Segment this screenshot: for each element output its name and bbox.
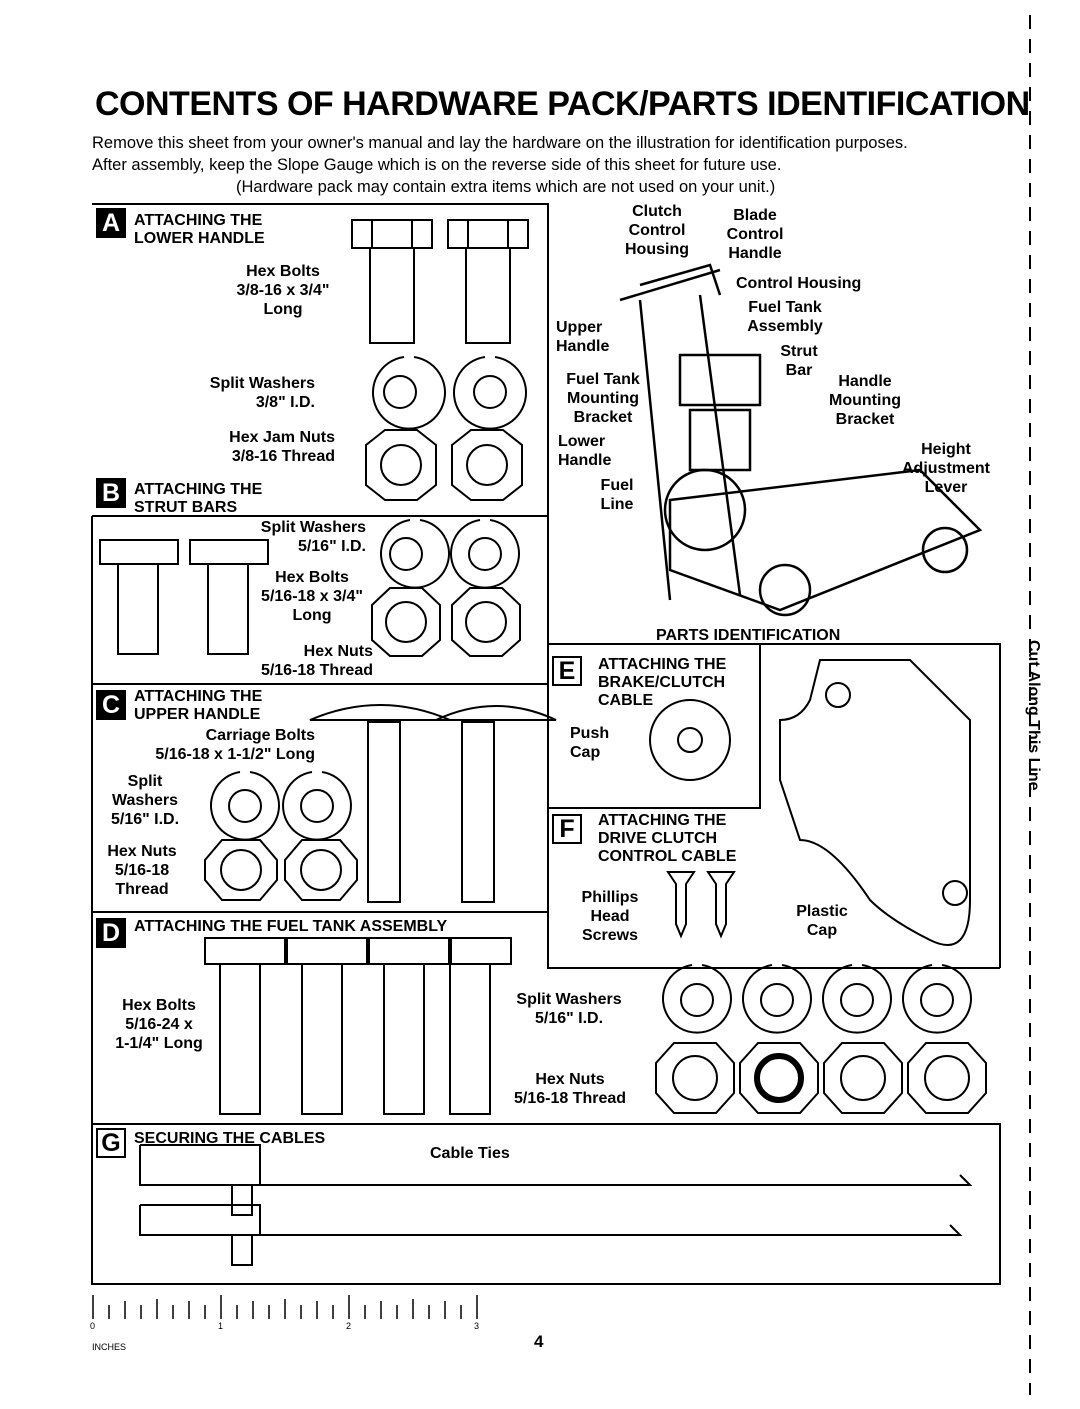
parts-identification-heading: PARTS IDENTIFICATION bbox=[656, 627, 841, 644]
push-cap bbox=[649, 699, 731, 781]
split-washer-d4 bbox=[902, 964, 972, 1034]
hex-bolt-d3 bbox=[368, 937, 450, 1115]
hex-bolt-d4 bbox=[449, 937, 512, 1115]
section-d-title: ATTACHING THE FUEL TANK ASSEMBLY bbox=[134, 918, 448, 935]
g-cable-ties-label: Cable Ties bbox=[430, 1145, 510, 1162]
jam-nut-a2 bbox=[451, 429, 523, 501]
hex-bolt-a1 bbox=[351, 219, 433, 344]
section-b-letter: B bbox=[96, 478, 126, 508]
hex-bolt-b2 bbox=[189, 539, 269, 655]
split-washer-a1 bbox=[372, 356, 446, 430]
section-a-border bbox=[92, 203, 549, 517]
split-washer-c1 bbox=[210, 771, 280, 841]
split-washer-d2 bbox=[742, 964, 812, 1034]
section-g-title: SECURING THE CABLES bbox=[134, 1130, 326, 1147]
section-e-border bbox=[548, 644, 761, 809]
hex-bolt-a2 bbox=[447, 219, 529, 344]
hex-nut-d4 bbox=[907, 1042, 987, 1114]
section-e-letter: E bbox=[552, 656, 582, 686]
hex-nut-d1 bbox=[655, 1042, 735, 1114]
mower-label-control-housing: Control Housing bbox=[736, 275, 862, 292]
page-number: 4 bbox=[534, 1332, 544, 1351]
page-title: CONTENTS OF HARDWARE PACK/PARTS IDENTIFI… bbox=[95, 85, 1030, 123]
intro-line-1: Remove this sheet from your owner's manu… bbox=[92, 134, 908, 152]
cut-line-label: Cut Along This Line bbox=[1025, 640, 1042, 791]
carriage-bolt-c2 bbox=[435, 705, 557, 903]
hex-bolt-b1 bbox=[99, 539, 179, 655]
section-d-top-right bbox=[547, 912, 1000, 969]
section-c-letter: C bbox=[96, 690, 126, 720]
split-washer-d1 bbox=[662, 964, 732, 1034]
hex-nut-c1 bbox=[204, 839, 278, 901]
ruler: 0 1 2 3 bbox=[90, 1295, 492, 1335]
cable-tie-2 bbox=[140, 1204, 963, 1236]
ruler-tick-2: 2 bbox=[346, 1321, 352, 1331]
split-washer-d3 bbox=[822, 964, 892, 1034]
ruler-tick-0: 0 bbox=[90, 1321, 96, 1331]
hex-nut-d3 bbox=[823, 1042, 903, 1114]
hex-nut-c2 bbox=[284, 839, 358, 901]
section-a-letter: A bbox=[96, 208, 126, 238]
hex-bolt-d1 bbox=[204, 937, 286, 1115]
split-washer-b2 bbox=[450, 519, 520, 589]
plastic-cap bbox=[779, 659, 971, 946]
section-d-letter: D bbox=[96, 918, 126, 948]
section-ef-border bbox=[548, 643, 1001, 968]
hex-nut-d2 bbox=[739, 1042, 819, 1114]
carriage-bolt-c1 bbox=[309, 704, 451, 903]
ruler-tick-1: 1 bbox=[218, 1321, 224, 1331]
intro-line-2: After assembly, keep the Slope Gauge whi… bbox=[92, 156, 782, 174]
hex-bolt-d2 bbox=[286, 937, 368, 1115]
phillips-screw-2 bbox=[706, 871, 736, 939]
ruler-tick-3: 3 bbox=[474, 1321, 480, 1331]
cable-tie-1 bbox=[140, 1144, 973, 1186]
hex-nut-b1 bbox=[371, 587, 441, 657]
split-washer-b1 bbox=[380, 519, 450, 589]
split-washer-c2 bbox=[282, 771, 352, 841]
phillips-screw-1 bbox=[666, 871, 696, 939]
jam-nut-a1 bbox=[365, 429, 437, 501]
ruler-unit: INCHES bbox=[92, 1342, 127, 1352]
section-g-letter: G bbox=[96, 1128, 126, 1158]
mower-illustration bbox=[619, 263, 983, 617]
split-washer-a2 bbox=[453, 356, 527, 430]
section-g-border bbox=[91, 1123, 1001, 1285]
intro-line-3: (Hardware pack may contain extra items w… bbox=[236, 178, 776, 196]
hex-nut-b2 bbox=[451, 587, 521, 657]
section-f-letter: F bbox=[552, 814, 582, 844]
